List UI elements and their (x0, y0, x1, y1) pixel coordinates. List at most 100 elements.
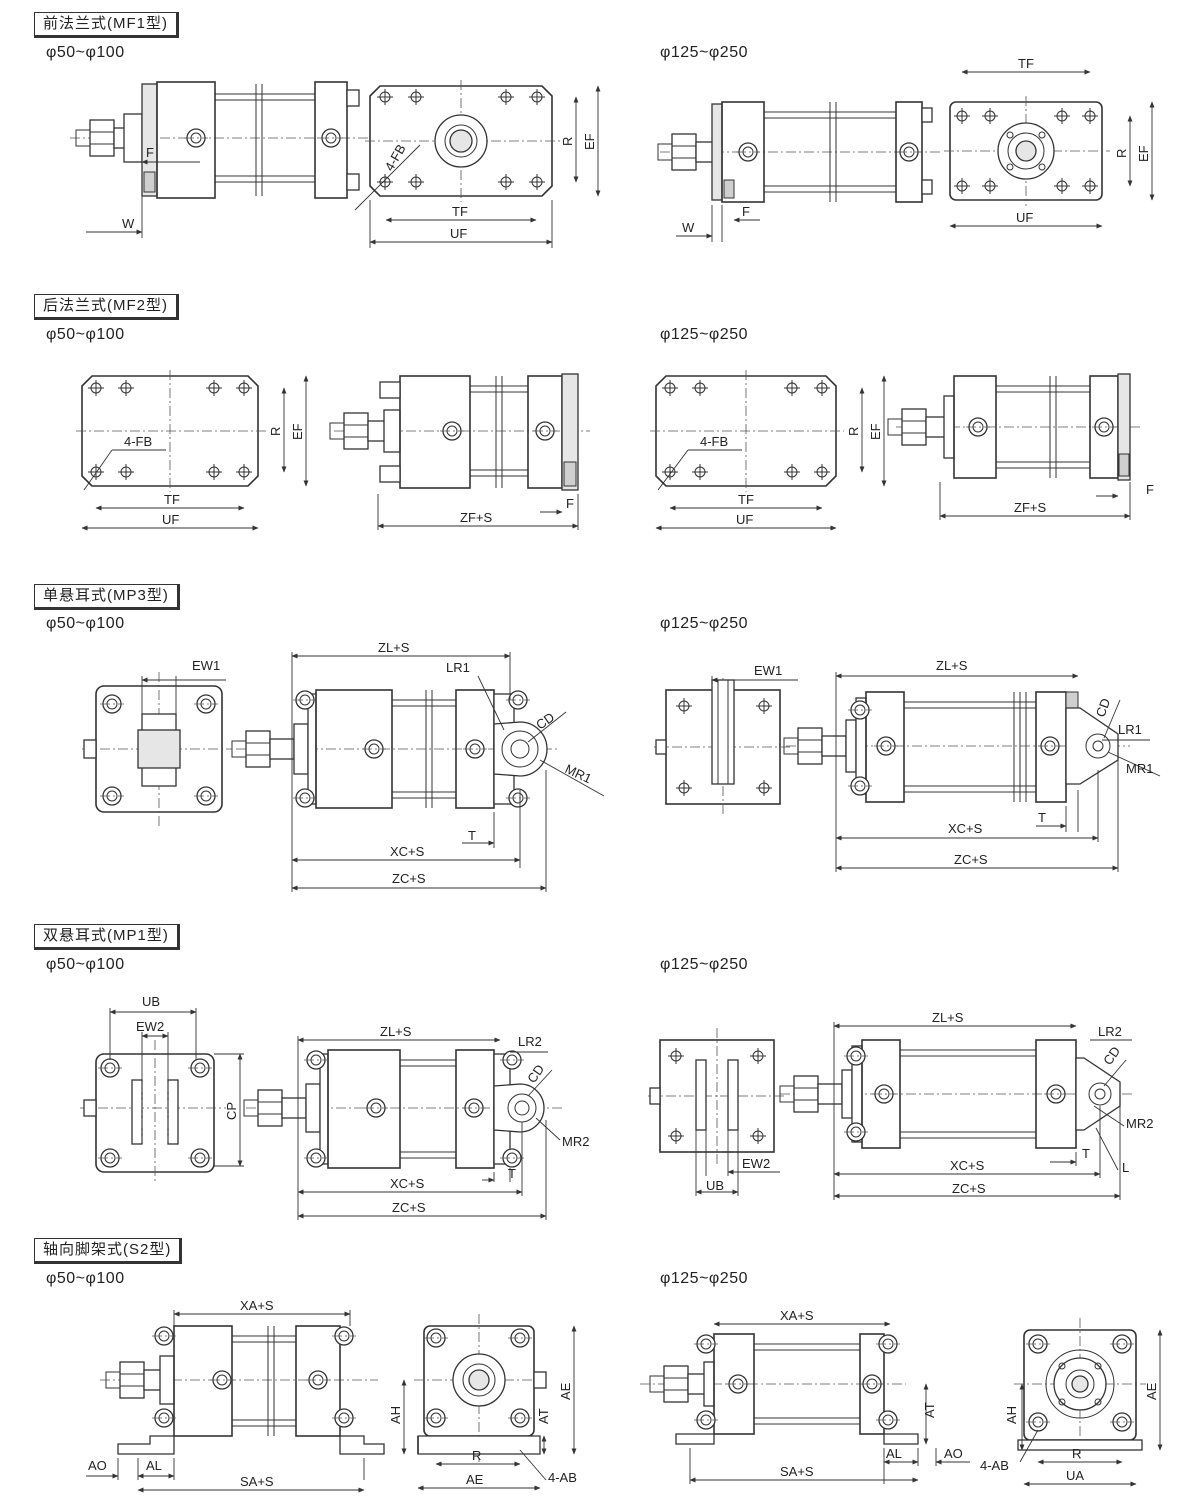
dim-ae-horizontal: AE (466, 1472, 484, 1487)
dim-mr1-large: MR1 (1126, 761, 1153, 776)
dim-mr2: MR2 (562, 1134, 589, 1149)
dim-ew2-large: EW2 (742, 1156, 770, 1171)
dim-f-mf2: F (566, 496, 574, 511)
dim-uf: UF (450, 226, 467, 241)
dim-zc-s-mp1-large: ZC+S (952, 1181, 986, 1196)
dim-uf-large: UF (1016, 210, 1033, 225)
dim-xc-s: XC+S (390, 844, 425, 859)
dim-r-mf2: R (268, 427, 283, 436)
dim-sa-s: SA+S (240, 1474, 274, 1489)
mp3-large-end-view: EW1 (654, 663, 798, 816)
s2-large-end-view: AH AE R UA 4-AB (980, 1318, 1163, 1487)
dim-tf-mf2-large: TF (738, 492, 754, 507)
dim-4-fb: 4-FB (382, 142, 409, 174)
section-title-s2: 轴向脚架式(S2型) (34, 1238, 183, 1264)
size-small-mp3: φ50~φ100 (46, 615, 125, 632)
dim-zf-s-large: ZF+S (1014, 500, 1046, 515)
dim-t-large: T (1038, 810, 1046, 825)
dim-ao-large: AO (944, 1446, 963, 1461)
dim-lr1: LR1 (446, 660, 470, 675)
dim-r-s2-large: R (1072, 1446, 1081, 1461)
dim-w-large: W (682, 220, 695, 235)
dim-lr1-large: LR1 (1118, 722, 1142, 737)
dim-t: T (468, 828, 476, 843)
mp3-small-end-view: EW1 (82, 658, 232, 826)
dim-ew1-large: EW1 (754, 663, 782, 678)
size-small-mf1: φ50~φ100 (46, 44, 125, 61)
dim-cp: CP (224, 1102, 239, 1120)
dim-ah-large: AH (1004, 1406, 1019, 1424)
dim-zf-s: ZF+S (460, 510, 492, 525)
dim-f-large: F (742, 204, 750, 219)
dim-tf: TF (452, 204, 468, 219)
dim-w: W (122, 216, 135, 231)
dim-zl-s-mp1: ZL+S (380, 1024, 412, 1039)
section-title-mp1: 双悬耳式(MP1型) (34, 924, 180, 950)
size-large-mf2: φ125~φ250 (660, 326, 748, 343)
section-title-mf2: 后法兰式(MF2型) (34, 294, 179, 320)
dim-lr2-large: LR2 (1098, 1024, 1122, 1039)
dim-zc-s-mp1: ZC+S (392, 1200, 426, 1215)
mf2-large-end-view: 4-FB TF UF R EF (650, 370, 887, 531)
size-small-mp1: φ50~φ100 (46, 956, 125, 973)
dim-ah: AH (388, 1406, 403, 1424)
dim-xc-s-large: XC+S (948, 821, 983, 836)
dim-tf-mf2: TF (164, 492, 180, 507)
mf2-small-side-view: ZF+S F (329, 373, 590, 530)
size-small-s2: φ50~φ100 (46, 1270, 125, 1287)
dim-zl-s: ZL+S (378, 640, 410, 655)
mf1-small-end-view: 4-FB TF UF R EF (354, 80, 601, 248)
dim-tf-large: TF (1018, 56, 1034, 71)
dim-ae-large: AE (1144, 1382, 1159, 1400)
mp1-large-side-view: ZL+S LR2 CD MR2 L T XC+S ZC+S (779, 1010, 1153, 1200)
dim-xc-s-mp1-large: XC+S (950, 1158, 985, 1173)
dim-t-mp1-large: T (1082, 1146, 1090, 1161)
dim-uf-mf2: UF (162, 512, 179, 527)
size-large-mp3: φ125~φ250 (660, 615, 748, 632)
dim-4-ab: 4-AB (548, 1470, 577, 1485)
mf1-large-end-view: TF UF R EF (944, 56, 1155, 229)
dim-xa-s-large: XA+S (780, 1308, 814, 1323)
size-large-mp1: φ125~φ250 (660, 956, 748, 973)
mf1-small-side-view: W F (70, 81, 370, 238)
dim-mr2-large: MR2 (1126, 1116, 1153, 1131)
mf2-small-end-view: 4-FB TF UF R EF (76, 370, 309, 531)
dim-al: AL (146, 1458, 162, 1473)
dim-r: R (560, 137, 575, 146)
mp3-small-side-view: ZL+S LR1 CD MR1 T XC+S ZC+S (231, 640, 605, 892)
dim-xa-s: XA+S (240, 1298, 274, 1313)
size-small-mf2: φ50~φ100 (46, 326, 125, 343)
mp1-large-end-view: EW2 UB (648, 1028, 786, 1196)
dim-ef-mf2-large: EF (868, 423, 883, 440)
dim-r-mf2-large: R (846, 427, 861, 436)
section-title-mf1: 前法兰式(MF1型) (34, 12, 179, 38)
dim-ub-large: UB (706, 1178, 724, 1193)
dim-mr1: MR1 (563, 761, 594, 786)
dim-zl-s-large: ZL+S (936, 658, 968, 673)
dim-ef: EF (582, 133, 597, 150)
dim-ao: AO (88, 1458, 107, 1473)
mp1-small-end-view: UB EW2 CP (80, 994, 244, 1182)
dim-at: AT (536, 1408, 551, 1424)
s2-large-side-view: XA+S AT AL AO SA+S (640, 1308, 970, 1484)
dim-zl-s-mp1-large: ZL+S (932, 1010, 964, 1025)
mp3-large-side-view: ZL+S CD LR1 MR1 T XC+S ZC+S (783, 658, 1161, 872)
dim-al-large: AL (886, 1446, 902, 1461)
dim-uf-mf2-large: UF (736, 512, 753, 527)
dim-r-s2: R (472, 1448, 481, 1463)
dim-xc-s-mp1: XC+S (390, 1176, 425, 1191)
section-title-mp3: 单悬耳式(MP3型) (34, 584, 180, 610)
dim-4-fb-mf2-large: 4-FB (700, 434, 728, 449)
dim-cd-large: CD (1093, 696, 1114, 719)
s2-small-side-view: XA+S AO AL SA+S (86, 1298, 385, 1493)
dim-f-mf2-large: F (1146, 482, 1154, 497)
dim-r-large: R (1114, 149, 1129, 158)
dim-4-ab-large: 4-AB (980, 1458, 1009, 1473)
dim-t-mp1: T (508, 1166, 516, 1181)
dim-ew1: EW1 (192, 658, 220, 673)
dim-ef-large: EF (1136, 145, 1151, 162)
mp1-small-side-view: ZL+S LR2 CD MR2 T XC+S ZC+S (243, 1024, 589, 1220)
dim-ua: UA (1066, 1468, 1084, 1483)
